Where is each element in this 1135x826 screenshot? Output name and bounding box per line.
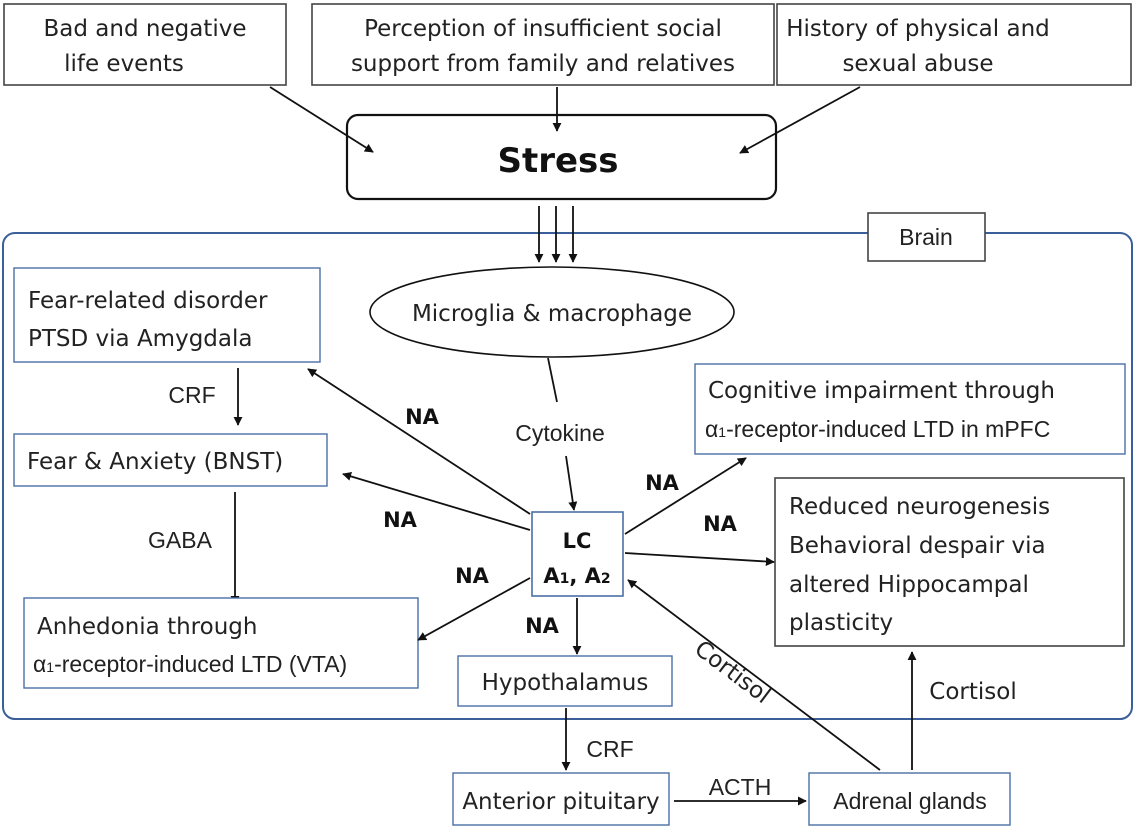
- neurogenesis-line3: altered Hippocampal: [789, 572, 1029, 598]
- arrow-abuse-to-stress: [739, 86, 861, 154]
- pituitary-label: Anterior pituitary: [462, 789, 659, 815]
- cognitive-line2: α1-receptor-induced LTD in mPFC: [705, 416, 1050, 442]
- neurogenesis-line4: plasticity: [789, 610, 893, 636]
- cause-bad-events-line1: Bad and negative: [44, 16, 247, 42]
- fear-disorder-node: Fear-related disorder PTSD via Amygdala: [13, 267, 321, 363]
- cortisol-label-diagonal: Cortisol: [689, 636, 774, 709]
- adrenal-node: Adrenal glands: [808, 772, 1011, 826]
- arrow-adrenal-to-lc: [627, 579, 881, 771]
- cortisol-label-right: Cortisol: [929, 679, 1016, 705]
- cause-social-support: Perception of insufficient social suppor…: [311, 3, 775, 86]
- anhedonia-line1: Anhedonia through: [37, 614, 257, 640]
- hypothalamus-node: Hypothalamus: [457, 655, 673, 707]
- microglia-node: Microglia & macrophage: [369, 266, 735, 358]
- pituitary-node: Anterior pituitary: [452, 772, 670, 826]
- arrow-lc-to-fear-anxiety: [342, 472, 531, 531]
- brain-label: Brain: [899, 224, 953, 250]
- microglia-label: Microglia & macrophage: [412, 301, 692, 327]
- na-label-neurogenesis: NA: [703, 512, 738, 536]
- lc-a1-a2-label: A1, A2: [543, 564, 610, 588]
- na-label-fear-disorder: NA: [405, 405, 440, 429]
- gaba-label: GABA: [148, 527, 213, 553]
- lc-label: LC: [563, 529, 592, 553]
- cause-social-support-line2: support from family and relatives: [351, 51, 735, 77]
- na-label-cognitive: NA: [645, 471, 680, 495]
- cognitive-node: Cognitive impairment through α1-receptor…: [694, 363, 1126, 455]
- fear-disorder-line2: PTSD via Amygdala: [28, 326, 252, 352]
- anhedonia-node: Anhedonia through α1-receptor-induced LT…: [23, 597, 419, 689]
- neurogenesis-node: Reduced neurogenesis Behavioral despair …: [774, 477, 1125, 647]
- cause-bad-events: Bad and negative life events: [3, 3, 287, 86]
- fear-disorder-line1: Fear-related disorder: [28, 288, 268, 314]
- cognitive-line1: Cognitive impairment through: [708, 378, 1055, 404]
- hypothalamus-label: Hypothalamus: [482, 670, 649, 696]
- lc-node: LC A1, A2: [531, 511, 624, 597]
- anhedonia-line2: α1-receptor-induced LTD (VTA): [33, 651, 347, 677]
- na-label-anhedonia: NA: [455, 564, 490, 588]
- crf-label-2: CRF: [586, 736, 633, 762]
- brain-region: [2, 232, 1133, 720]
- stress-box: Stress: [345, 113, 778, 201]
- adrenal-label: Adrenal glands: [833, 788, 986, 814]
- cause-bad-events-line2: life events: [64, 51, 184, 77]
- neurogenesis-line1: Reduced neurogenesis: [789, 494, 1050, 520]
- na-label-hypothalamus: NA: [525, 614, 560, 638]
- cause-social-support-line1: Perception of insufficient social: [364, 16, 722, 42]
- cause-abuse-history-line1: History of physical and: [786, 16, 1050, 42]
- arrow-lc-to-fear-disorder: [307, 368, 531, 515]
- fear-anxiety-label: Fear & Anxiety (BNST): [27, 449, 283, 475]
- arrow-bad-events-to-stress: [269, 86, 374, 153]
- microglia-to-cytokine-line: [547, 357, 558, 403]
- arrow-lc-to-neurogenesis: [624, 552, 775, 567]
- arrow-lc-to-anhedonia: [417, 577, 531, 641]
- acth-label: ACTH: [709, 774, 772, 800]
- na-label-fear-anxiety: NA: [383, 508, 418, 532]
- stress-title: Stress: [497, 141, 618, 181]
- arrow-cytokine-to-lc: [565, 455, 578, 511]
- arrow-lc-to-cognitive: [624, 457, 747, 535]
- brain-label-box: [867, 212, 986, 262]
- crf-label-1: CRF: [168, 382, 215, 408]
- cytokine-label: Cytokine: [515, 420, 604, 446]
- neurogenesis-line2: Behavioral despair via: [789, 533, 1046, 559]
- cause-abuse-history: History of physical and sexual abuse: [776, 3, 1132, 86]
- fear-anxiety-node: Fear & Anxiety (BNST): [13, 433, 328, 487]
- cause-abuse-history-line2: sexual abuse: [842, 51, 993, 77]
